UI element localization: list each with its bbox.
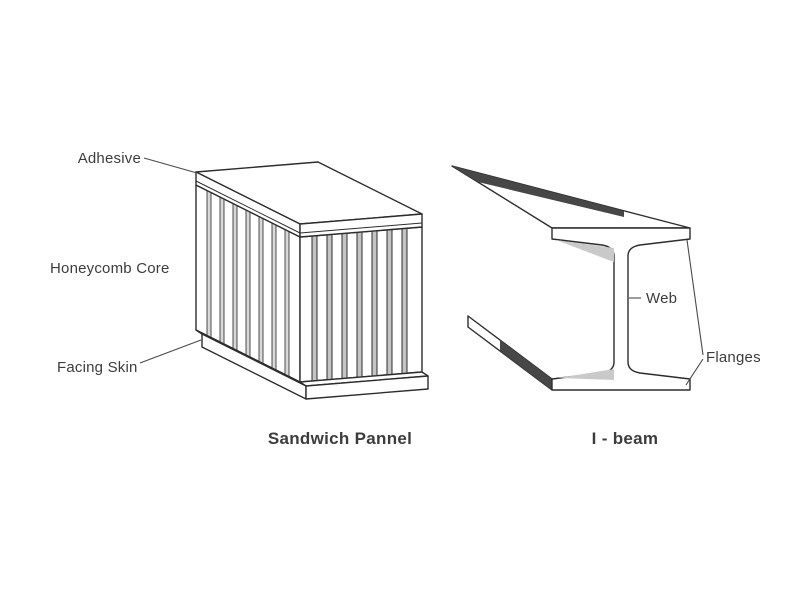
core-strip bbox=[284, 228, 290, 378]
i-beam-cross-section bbox=[551, 227, 691, 391]
bottom-flange-edge-shadow bbox=[500, 340, 552, 390]
core-strip bbox=[232, 202, 238, 352]
sandwich-panel-drawing: Adhesive Honeycomb Core Facing Skin Sand… bbox=[50, 150, 429, 448]
top-flange-edge-shadow bbox=[452, 166, 624, 217]
core-strip bbox=[356, 231, 363, 378]
web-label: Web bbox=[646, 290, 677, 307]
honeycomb-core-label: Honeycomb Core bbox=[50, 260, 170, 277]
core-strip bbox=[386, 228, 393, 376]
core-strip bbox=[245, 209, 251, 358]
sandwich-panel-caption: Sandwich Pannel bbox=[268, 429, 412, 448]
core-strip bbox=[219, 196, 225, 345]
core-strip bbox=[326, 233, 333, 381]
core-strip bbox=[371, 230, 378, 377]
facing-skin-label: Facing Skin bbox=[57, 359, 138, 376]
facing-skin-leader-line bbox=[139, 339, 202, 364]
top-fillet-shade bbox=[556, 240, 614, 262]
i-beam-caption: I - beam bbox=[592, 429, 659, 448]
core-strip bbox=[311, 235, 318, 382]
top-flange-top-face bbox=[451, 165, 691, 229]
flanges-leader-line-top bbox=[686, 239, 704, 356]
adhesive-label: Adhesive bbox=[78, 150, 141, 167]
bottom-fillet-shade bbox=[558, 369, 614, 380]
adhesive-leader-line bbox=[143, 157, 198, 174]
adhesive-layer-line bbox=[195, 180, 301, 234]
core-strip bbox=[258, 215, 264, 365]
flanges-leader-line-bottom bbox=[685, 358, 704, 386]
core-strip bbox=[271, 222, 277, 371]
i-beam-drawing: Web Flanges I - beam bbox=[451, 165, 761, 448]
core-strip bbox=[206, 189, 212, 339]
bottom-skin-front-right-face bbox=[305, 375, 429, 400]
flanges-label: Flanges bbox=[706, 349, 761, 366]
adhesive-layer-line bbox=[299, 222, 423, 234]
core-strip bbox=[341, 232, 348, 380]
core-strip bbox=[401, 227, 408, 375]
